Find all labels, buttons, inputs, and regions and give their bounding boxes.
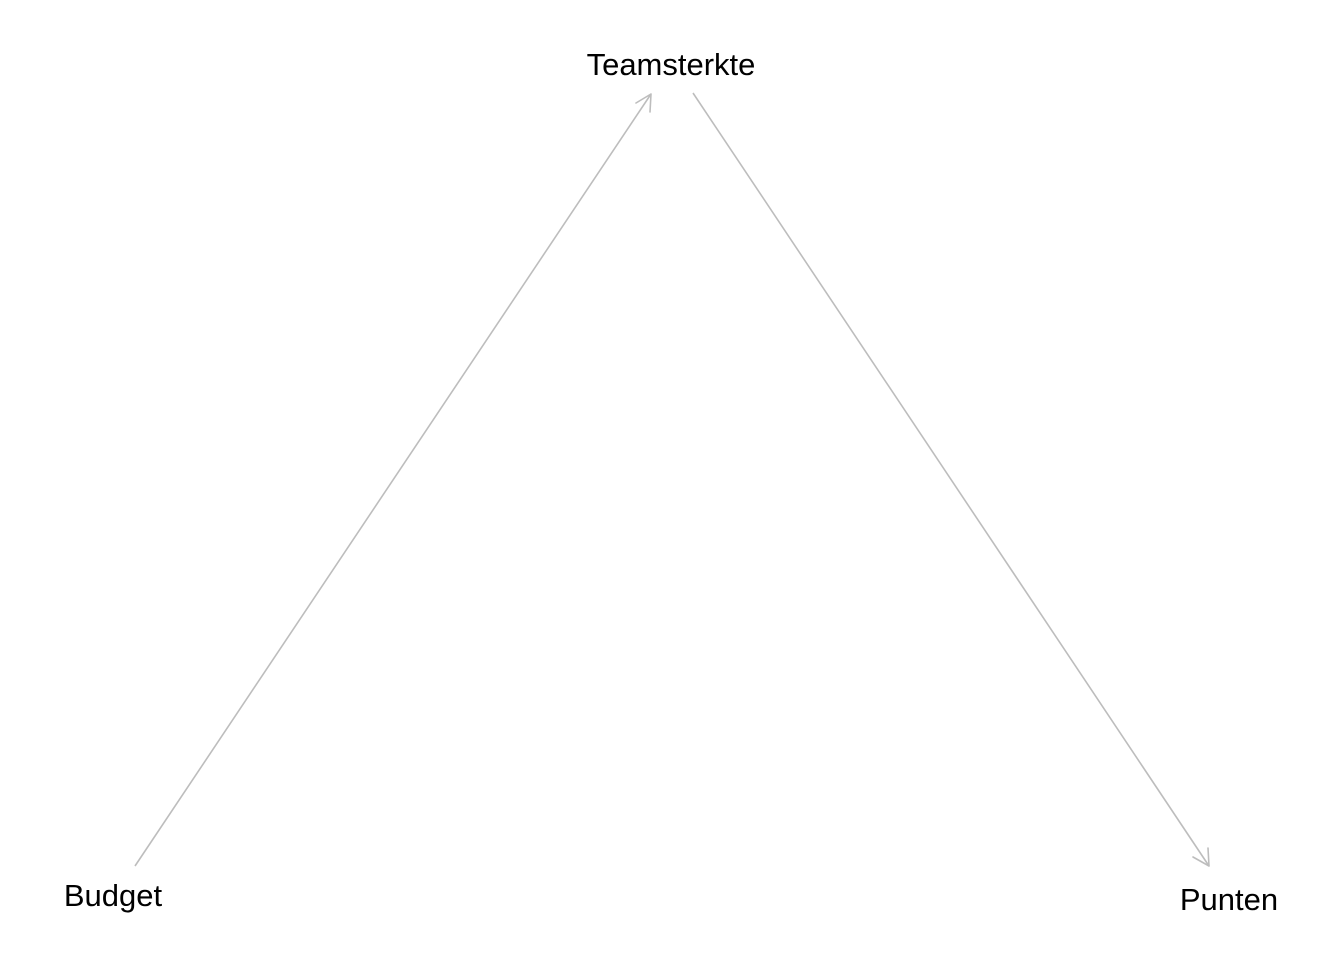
edge-budget-to-teamsterkte bbox=[134, 93, 652, 867]
node-teamsterkte: Teamsterkte bbox=[587, 47, 756, 82]
edge-teamsterkte-to-punten bbox=[692, 92, 1210, 867]
edge-line-teamsterkte-punten bbox=[692, 92, 1210, 867]
edge-line-budget-teamsterkte bbox=[134, 93, 652, 867]
arrowhead-punten bbox=[1192, 847, 1210, 867]
arrowhead-teamsterkte bbox=[635, 93, 652, 113]
node-punten: Punten bbox=[1180, 882, 1278, 917]
node-budget: Budget bbox=[64, 878, 163, 913]
